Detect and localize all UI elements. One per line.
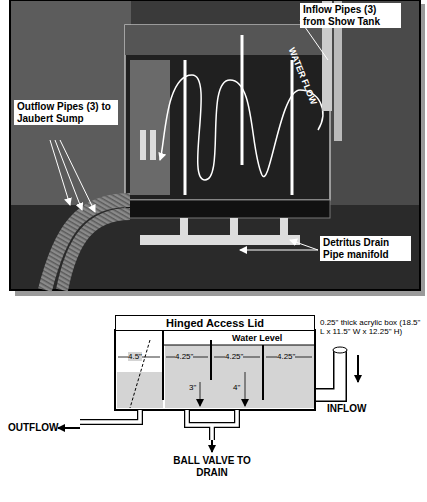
flow-arrow bbox=[58, 427, 80, 429]
tank-photo bbox=[125, 25, 330, 200]
dimension: 4.25" bbox=[175, 352, 193, 361]
flow-label: OUTFLOW bbox=[8, 422, 68, 434]
dimension: 4.5" bbox=[128, 352, 142, 361]
dimension: 4" bbox=[233, 383, 247, 392]
flow-arrow bbox=[357, 355, 359, 382]
dimension: 4.25" bbox=[277, 352, 295, 361]
acrylic-box bbox=[115, 330, 315, 410]
leader-line bbox=[240, 250, 318, 251]
drain-pipe bbox=[230, 218, 238, 238]
dimension-line bbox=[200, 382, 201, 406]
stand bbox=[125, 200, 330, 218]
water-fill bbox=[117, 372, 163, 408]
leader-line bbox=[55, 140, 82, 210]
outflow-chamber bbox=[130, 60, 170, 195]
leader-line bbox=[290, 240, 318, 250]
dashed-line bbox=[130, 340, 150, 408]
water-fill bbox=[165, 345, 315, 408]
photo-callout: Inflow Pipes (3) from Show Tank bbox=[300, 3, 401, 28]
dimension-line bbox=[245, 372, 246, 406]
inflow-pipe bbox=[316, 350, 340, 395]
baffle bbox=[262, 345, 264, 400]
baffle bbox=[162, 330, 164, 400]
outflow-pipe bbox=[80, 410, 140, 422]
pipe-opening bbox=[333, 347, 347, 353]
photo-callout: Detritus Drain Pipe manifold bbox=[320, 236, 411, 261]
drain-pipe bbox=[187, 410, 237, 440]
tank-top bbox=[125, 25, 330, 55]
baffle bbox=[210, 340, 212, 380]
flow-path bbox=[160, 75, 323, 180]
drain-manifold bbox=[140, 235, 300, 245]
flow-arrow bbox=[211, 440, 213, 452]
photo-callout: Outflow Pipes (3) to Jaubert Sump bbox=[14, 100, 118, 125]
water-level-label: Water Level bbox=[232, 333, 292, 343]
dimension: 3" bbox=[189, 383, 203, 392]
water-level-line bbox=[163, 345, 315, 346]
flow-label: INFLOW bbox=[327, 403, 387, 415]
pipe-end bbox=[140, 130, 146, 160]
outflow-pipe bbox=[80, 410, 140, 422]
drain-pipe bbox=[280, 218, 288, 238]
baffle bbox=[291, 60, 294, 195]
baffle bbox=[241, 35, 244, 165]
photo-frame bbox=[10, 0, 420, 290]
dimension: 4.25" bbox=[225, 352, 243, 361]
inflow-pipe bbox=[316, 350, 340, 395]
dimension-note: 0.25" thick acrylic box (18.5" L x 11.5"… bbox=[320, 318, 424, 336]
lid-box: Hinged Access Lid bbox=[115, 315, 315, 331]
leader-line bbox=[60, 140, 95, 212]
outflow-hose bbox=[62, 214, 130, 290]
node-text: Hinged Access Lid bbox=[166, 317, 264, 329]
drain-pipe bbox=[187, 410, 237, 440]
pipe-end bbox=[150, 130, 156, 160]
baffle bbox=[184, 60, 187, 195]
drain-pipe bbox=[180, 218, 188, 238]
flow-label: BALL VALVE TO DRAIN bbox=[172, 455, 252, 478]
outflow-hose bbox=[45, 200, 130, 290]
